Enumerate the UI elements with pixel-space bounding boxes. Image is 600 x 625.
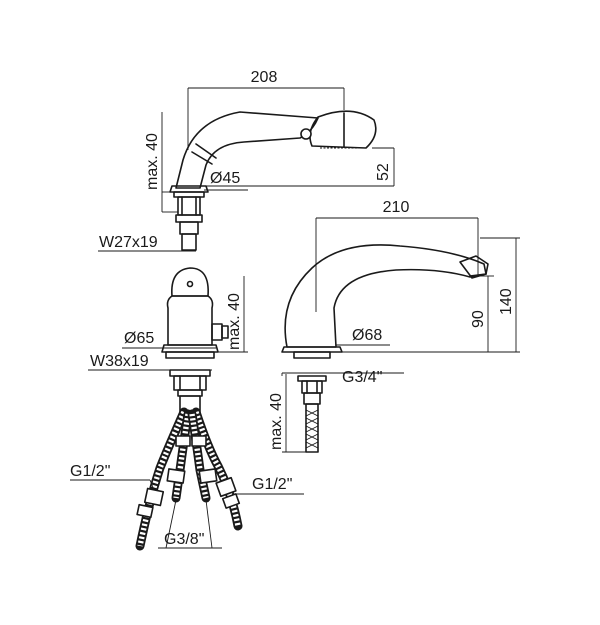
dim-hs-diam: Ø45 <box>204 170 248 191</box>
dim-g12-right: G1/2" <box>232 476 304 495</box>
dim-208-label: 208 <box>251 69 278 86</box>
dim-spout-max40: max. 40 <box>268 374 306 453</box>
dim-g12-right-label: G1/2" <box>252 476 292 493</box>
hand-shower: 208 max. 40 52 <box>98 69 395 252</box>
dim-w38: W38x19 <box>88 353 212 371</box>
dim-210: 210 <box>315 199 479 312</box>
dim-140-label: 140 <box>498 288 515 315</box>
dim-hs-max40-label: max. 40 <box>144 133 161 190</box>
dim-90: 90 <box>470 275 494 352</box>
dim-w27-label: W27x19 <box>99 234 158 251</box>
dim-spout-diam-label: Ø68 <box>352 327 382 344</box>
dim-52-label: 52 <box>375 163 392 181</box>
spout: 210 90 140 Ø68 <box>268 199 520 453</box>
mixer: Ø65 W38x19 max. 40 G1/2" G1/2" G <box>70 267 304 551</box>
dim-hs-diam-label: Ø45 <box>210 170 240 187</box>
dim-w38-label: W38x19 <box>90 353 149 370</box>
dim-g38-label: G3/8" <box>164 531 204 548</box>
dim-mixer-max40-label: max. 40 <box>226 293 243 350</box>
dim-g12-left: G1/2" <box>70 463 155 491</box>
dim-208: 208 <box>187 69 345 150</box>
hose-fittings <box>136 435 241 519</box>
dim-90-label: 90 <box>470 310 487 328</box>
dim-g34-label: G3/4" <box>342 369 382 386</box>
dim-140: 140 <box>342 237 520 353</box>
dim-210-label: 210 <box>383 199 410 216</box>
dim-g34: G3/4" <box>281 369 404 386</box>
hose-bundle <box>135 407 243 551</box>
dim-g38: G3/8" <box>158 499 222 549</box>
dim-52: 52 <box>206 147 395 187</box>
dim-mixer-max40: max. 40 <box>212 276 248 353</box>
dim-mixer-diam-label: Ø65 <box>124 330 154 347</box>
dim-spout-max40-label: max. 40 <box>268 393 285 450</box>
dim-hs-max40: max. 40 <box>144 112 178 213</box>
dim-w27: W27x19 <box>98 234 196 252</box>
dim-mixer-diam: Ø65 <box>122 330 216 349</box>
dim-spout-diam: Ø68 <box>336 327 390 346</box>
dim-g12-left-label: G1/2" <box>70 463 110 480</box>
